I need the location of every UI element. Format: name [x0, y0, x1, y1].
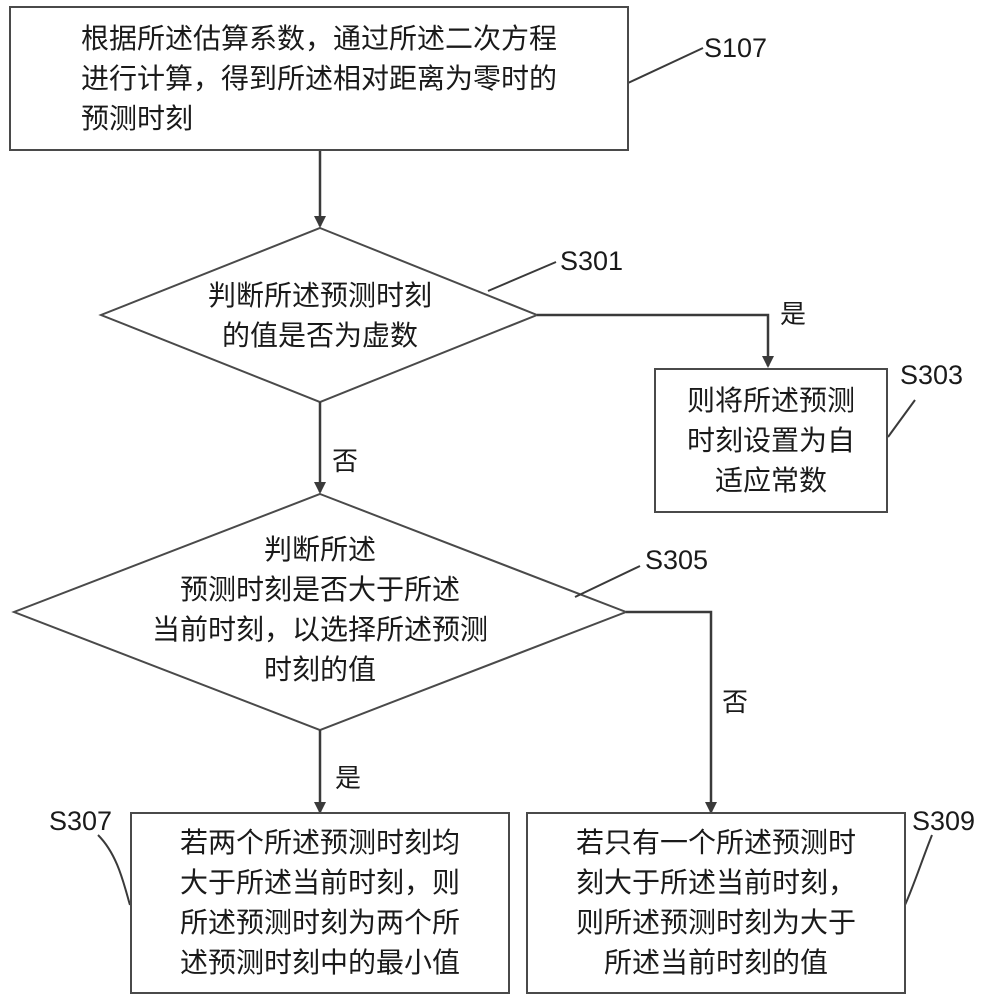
decision-s305: 判断所述 预测时刻是否大于所述 当前时刻，以选择所述预测 时刻的值 [90, 528, 550, 692]
leader-s301 [487, 261, 557, 292]
label-s301: S301 [560, 246, 624, 276]
leader-s305 [574, 565, 641, 598]
arrow-s305-no-to-s309 [626, 610, 717, 814]
label-s307: S307 [49, 806, 113, 836]
process-s107: 根据所述估算系数，通过所述二次方程 进行计算，得到所述相对距离为零时的 预测时刻 [9, 6, 629, 151]
edge-label-s301-no: 否 [332, 447, 359, 477]
label-s303: S303 [900, 360, 964, 390]
process-s107-text: 根据所述估算系数，通过所述二次方程 进行计算，得到所述相对距离为零时的 预测时刻 [80, 21, 557, 135]
process-s307-text: 若两个所述预测时刻均 大于所述当前时刻，则 所述预测时刻为两个所 述预测时刻中的… [179, 826, 460, 979]
edge-label-s305-yes: 是 [335, 764, 362, 794]
process-s307: 若两个所述预测时刻均 大于所述当前时刻，则 所述预测时刻为两个所 述预测时刻中的… [130, 812, 510, 994]
leader-s303 [887, 399, 916, 438]
decision-s301: 判断所述预测时刻 的值是否为虚数 [150, 270, 490, 362]
edge-label-s301-yes: 是 [780, 300, 807, 330]
leader-s309 [904, 834, 933, 906]
label-s107: S107 [704, 33, 768, 63]
decision-s305-text: 判断所述 预测时刻是否大于所述 当前时刻，以选择所述预测 时刻的值 [151, 533, 488, 686]
edge-label-s305-no: 否 [722, 688, 749, 718]
leader-s307 [97, 834, 131, 906]
decision-s301-text: 判断所述预测时刻 的值是否为虚数 [207, 279, 432, 352]
process-s303-text: 则将所述预测 时刻设置为自 适应常数 [686, 383, 855, 497]
label-s309: S309 [912, 806, 976, 836]
label-s305: S305 [645, 545, 709, 575]
process-s309-text: 若只有一个所述预测时 刻大于所述当前时刻， 则所述预测时刻为大于 所述当前时刻的… [575, 826, 856, 979]
process-s303: 则将所述预测 时刻设置为自 适应常数 [654, 368, 888, 513]
leader-s107 [627, 47, 704, 84]
process-s309: 若只有一个所述预测时 刻大于所述当前时刻， 则所述预测时刻为大于 所述当前时刻的… [526, 812, 906, 994]
arrow-s301-yes-to-s303 [537, 313, 774, 368]
